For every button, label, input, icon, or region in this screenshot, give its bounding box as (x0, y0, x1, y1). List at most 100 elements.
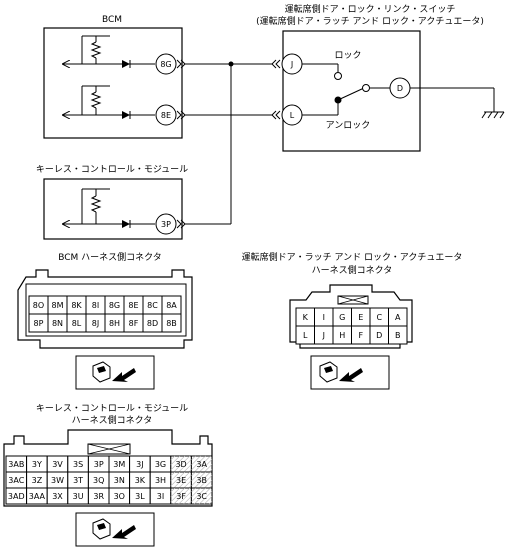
keyless-connector-pin-label: 3U (73, 492, 84, 501)
keyless-connector-hatch (199, 491, 213, 505)
actuator-connector-key-cross (337, 295, 369, 305)
bcm-connector-cell (161, 313, 182, 333)
switch-terminal-d-label: D (397, 84, 403, 93)
keyless-connector-hatch (194, 455, 211, 473)
keyless-connector-pin-label: 3M (113, 460, 125, 469)
actuator-connector-pin-label: G (339, 313, 345, 322)
switch-terminal-l-label: L (290, 111, 295, 120)
bcm-diode-8g (122, 60, 130, 68)
keyless-connector-pin-label: 3H (155, 476, 166, 485)
switch-internal-circuit (302, 63, 390, 116)
keyless-connector-hatch (170, 471, 181, 482)
keyless-internal-circuit (62, 188, 155, 224)
bcm-connector-pin-label: 8L (72, 319, 82, 328)
ground-icon (410, 87, 505, 119)
keyless-connector-hatch (191, 487, 196, 493)
keyless-connector-hatch (191, 455, 206, 471)
keyless-connector-hatch (191, 487, 206, 503)
keyless-connector-pin-label: 3P (94, 460, 104, 469)
bcm-connector-face (25, 283, 187, 337)
keyless-connector-hatch (191, 455, 196, 461)
bcm-connector-pin-label: 8C (147, 301, 158, 310)
actuator-connector-pin-label: J (322, 331, 325, 340)
keyless-connector-hatch (204, 480, 213, 489)
keyless-connector-hatch (183, 496, 192, 505)
actuator-connector-pin-label: E (358, 313, 363, 322)
keyless-connector-pin-label: 3B (196, 476, 207, 485)
bcm-connector-pin-label: 8F (129, 319, 139, 328)
switch-unlock-contact (334, 96, 342, 104)
keyless-connector-hatch (170, 487, 186, 503)
switch-lock-label: ロック (334, 50, 361, 61)
actuator-connector-pin-label: K (303, 313, 309, 322)
actuator-connector-pin-label: H (339, 331, 345, 340)
actuator-connector-key (337, 295, 369, 305)
bcm-internal-circuit-8g (62, 35, 155, 64)
bcm-box (43, 27, 183, 139)
keyless-connector-pin-label: 3A (196, 460, 207, 469)
connector-view-icon-3 (75, 512, 155, 547)
keyless-connector-title-line1: キーレス・コントロール・モジュール (36, 404, 188, 414)
bcm-connector-pin-label: 8H (109, 319, 120, 328)
keyless-connector-pin-label: 3AD (8, 492, 25, 501)
keyless-connector-hatch (191, 487, 201, 498)
keyless-connector-key-cross (87, 443, 131, 455)
keyless-box (43, 178, 183, 240)
bcm-connector-title: BCM ハーネス側コネクタ (58, 251, 162, 263)
keyless-connector-pin-label: 3R (93, 492, 104, 501)
actuator-connector-title-line2: ハーネス側コネクタ (312, 264, 393, 276)
keyless-connector-pin-label: 3C (196, 492, 207, 501)
keyless-connector-hatch (170, 471, 186, 487)
keyless-connector-pin-label: 3Q (93, 476, 104, 485)
keyless-connector-pin-label: 3T (73, 476, 83, 485)
keyless-connector-hatch (199, 459, 213, 473)
keyless-connector-pin-label: 3V (52, 460, 63, 469)
bcm-connector-pin-label: 8D (147, 319, 158, 328)
actuator-connector-title-line1: 運転席側ドア・ラッチ アンド ロック・アクチュエータ (242, 251, 463, 263)
bcm-title: BCM (102, 15, 122, 25)
keyless-connector-pin-label: 3Y (32, 460, 42, 469)
bcm-terminal-8g (155, 53, 177, 75)
bcm-connector-pin-label: 8I (92, 301, 99, 310)
bcm-connector-pin-label: 8B (166, 319, 177, 328)
keyless-connector-hatch (191, 471, 206, 487)
wire-junction (228, 61, 234, 67)
keyless-connector-pin-label: 3AA (29, 492, 46, 501)
actuator-connector-housing (289, 284, 413, 349)
bcm-connector-pin-label: 8M (52, 301, 64, 310)
bcm-connector-pin-label: 8J (92, 319, 99, 328)
keyless-terminal-3p (155, 213, 177, 235)
actuator-connector-pin-label: A (395, 313, 401, 322)
keyless-connector-hatch (170, 455, 181, 466)
bcm-connector-pin-label: 8E (128, 301, 138, 310)
connector-view-icon-1 (75, 355, 155, 390)
keyless-connector-pin-label: 3J (136, 460, 143, 469)
actuator-connector-pin-label: B (395, 331, 401, 340)
keyless-connector-pin-label: 3N (114, 476, 125, 485)
keyless-connector-hatch (173, 471, 191, 489)
connector-view-icon-2 (310, 355, 390, 390)
bcm-connector-pin-label: 8N (52, 319, 63, 328)
keyless-connector-pin-label: 3O (114, 492, 125, 501)
keyless-diode (122, 220, 130, 228)
keyless-connector-hatch (173, 455, 191, 473)
actuator-connector-pin-label: F (358, 331, 363, 340)
actuator-connector-cell (388, 325, 408, 345)
switch-common-contact (362, 84, 370, 92)
bcm-connector-pin-label: 8P (34, 319, 44, 328)
keyless-connector-pin-label: 3X (52, 492, 63, 501)
keyless-connector-hatch (170, 487, 176, 493)
keyless-connector-hatch (204, 464, 213, 473)
keyless-connector-pin-label: 3AB (8, 460, 24, 469)
keyless-connector-hatch (170, 471, 176, 477)
switch-terminal-j-label: J (290, 60, 293, 69)
actuator-connector-pin-label: D (376, 331, 382, 340)
bcm-diode-8e (122, 111, 130, 119)
bcm-terminal-8g-label: 8G (160, 60, 171, 69)
keyless-connector-pin-label: 3G (155, 460, 166, 469)
keyless-connector-hatch (178, 491, 192, 505)
